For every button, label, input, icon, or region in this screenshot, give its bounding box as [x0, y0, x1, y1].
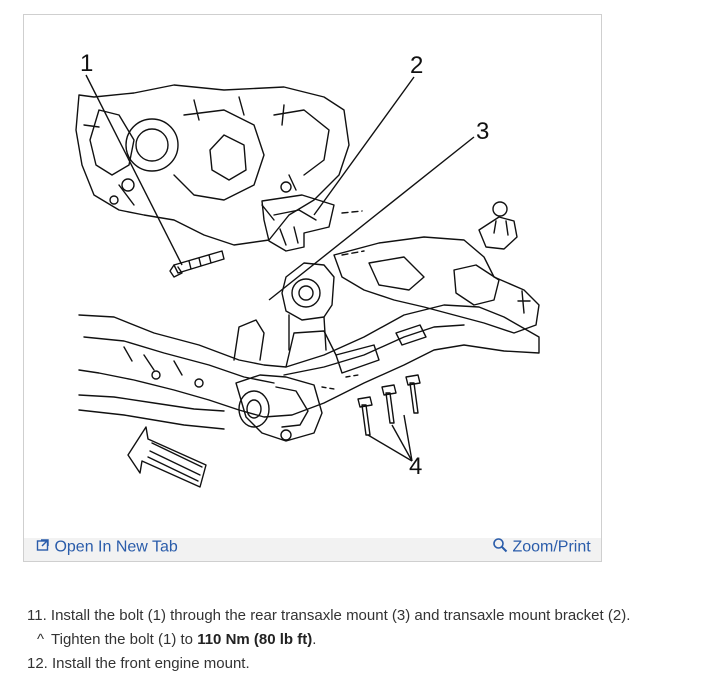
open-in-new-tab-label: Open In New Tab [54, 538, 178, 556]
step-12: 12. Install the front engine mount. [27, 655, 250, 672]
substep-text: Tighten the bolt (1) to [51, 631, 194, 648]
open-in-new-tab-link[interactable]: Open In New Tab [36, 538, 178, 557]
zoom-print-label: Zoom/Print [512, 538, 591, 556]
diagram-panel: 1 2 3 4 [24, 15, 601, 538]
zoom-print-link[interactable]: Zoom/Print [492, 537, 591, 558]
step-11: 11. Install the bolt (1) through the rea… [27, 607, 631, 624]
callout-4: 4 [409, 453, 423, 480]
instructions: 11. Install the bolt (1) through the rea… [27, 604, 687, 676]
callout-3: 3 [476, 118, 490, 145]
callout-1: 1 [80, 50, 94, 77]
step-11-substep: ^ Tighten the bolt (1) to 110 Nm (80 lb f… [27, 628, 687, 652]
substep-end: . [312, 631, 317, 648]
callout-2: 2 [410, 52, 424, 79]
magnifier-icon [492, 537, 508, 558]
open-tab-icon [36, 538, 50, 557]
torque-value: 110 Nm (80 lb ft) [197, 631, 313, 648]
transaxle-mount-diagram [75, 74, 540, 488]
figure-container: 1 2 3 4 Open In New Tab Zoom/Print [23, 14, 602, 562]
caret-marker: ^ [37, 631, 45, 648]
